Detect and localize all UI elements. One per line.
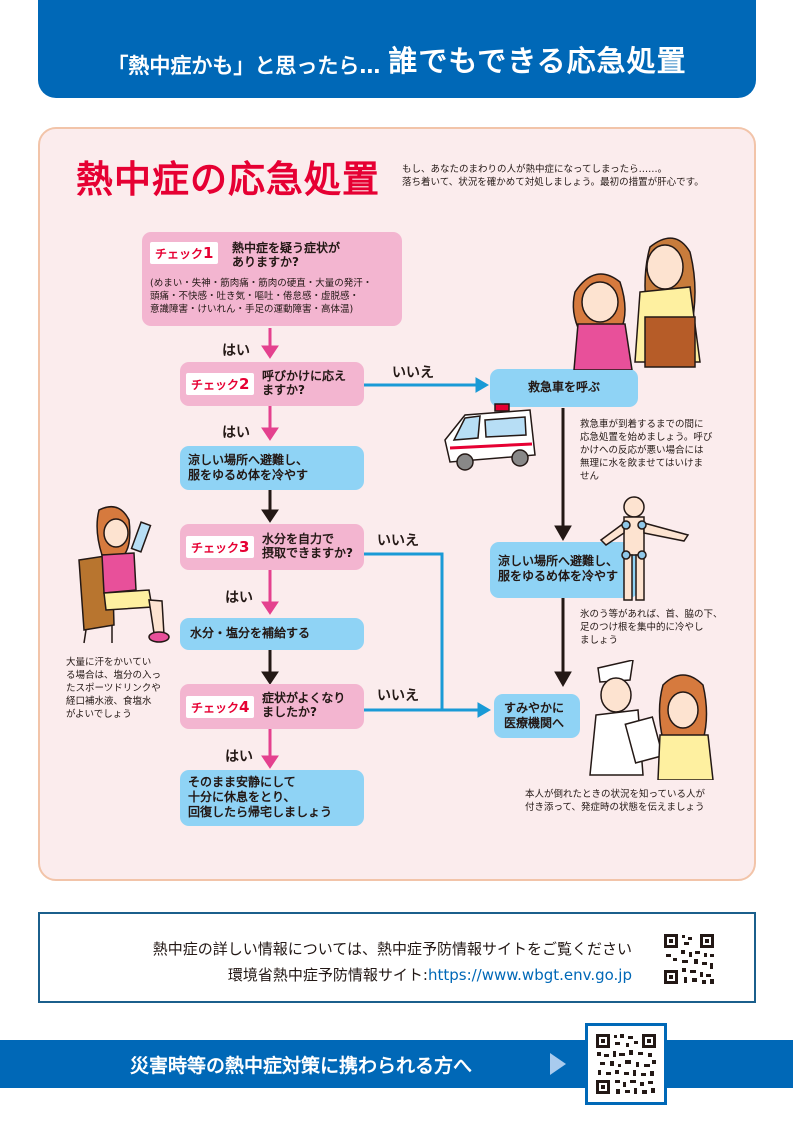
down-arrowhead-2: [261, 671, 279, 685]
check2-question: 呼びかけに応え ますか?: [262, 369, 347, 397]
yes-label-2: はい: [222, 425, 250, 441]
check3-tag: チェック3: [186, 536, 255, 558]
check4-box: チェック4 症状がよくなり ましたか?: [180, 684, 364, 729]
right-cool-box: 涼しい場所へ避難し、 服をゆるめ体を冷やす: [490, 542, 638, 598]
cooling-note: 氷のう等があれば、首、脇の下、 足のつけ根を集中的に冷やし ましょう: [580, 609, 723, 646]
check1-box: チェック1 熱中症を疑う症状が ありますか? (めまい・失神・筋肉痛・筋肉の硬直…: [142, 232, 402, 326]
top-banner: 「熱中症かも」と思ったら… 誰でもできる応急処置: [38, 0, 756, 98]
yes-label-3: はい: [225, 590, 253, 606]
info-site-url[interactable]: https://www.wbgt.env.go.jp: [427, 966, 632, 984]
disaster-qr-frame[interactable]: [585, 1023, 667, 1105]
no-arrowhead-4: [477, 702, 491, 718]
right-cool-text: 涼しい場所へ避難し、 服をゆるめ体を冷やす: [498, 554, 619, 583]
intro-line: もし、あなたのまわりの人が熱中症になってしまったら……。: [402, 164, 668, 175]
yes-label-1: はい: [222, 343, 250, 359]
hydrate-note: 大量に汗をかいてい る場合は、塩分の入っ たスポーツドリンクや 経口補水液、食塩…: [66, 657, 162, 720]
no-line-3: [364, 552, 444, 710]
banner-lead: 「熱中症かも」と思ったら…: [107, 54, 381, 78]
check3-box: チェック3 水分を自力で 摂取できますか?: [180, 524, 364, 570]
call-ambulance-text: 救急車を呼ぶ: [527, 380, 600, 394]
ambulance-note: 救急車が到着するまでの間に 応急処置を始めましょう。呼び かけへの反応が悪い場合…: [580, 419, 713, 482]
action-cool-box: 涼しい場所へ避難し、 服をゆるめ体を冷やす: [180, 446, 364, 490]
girl-drinking-illustration: [78, 505, 170, 644]
qr-code-icon[interactable]: [588, 1026, 664, 1102]
no-arrowhead-2: [475, 377, 489, 393]
check1-question: 熱中症を疑う症状が ありますか?: [232, 241, 341, 269]
yes-arrowhead-4: [261, 755, 279, 769]
info-site-label: 環境省熱中症予防情報サイト:: [227, 966, 428, 984]
ambulance-illustration: [444, 403, 536, 471]
check3-question: 水分を自力で 摂取できますか?: [262, 532, 353, 560]
no-label-4: いいえ: [377, 688, 419, 704]
check2-tag: チェック2: [186, 373, 255, 395]
hospital-text: すみやかに 医療機関へ: [504, 701, 565, 730]
disaster-link-bar[interactable]: 災害時等の熱中症対策に携わられる方へ: [0, 1040, 793, 1088]
play-arrow-icon: [550, 1053, 566, 1075]
down-arrowhead-right-1: [554, 525, 572, 542]
yes-arrowhead-1: [261, 345, 279, 359]
info-box: 熱中症の詳しい情報については、熱中症予防情報サイトをご覧ください 環境省熱中症予…: [38, 912, 756, 1003]
down-arrowhead-right-2: [554, 671, 572, 688]
check1-tag: チェック1: [150, 242, 219, 264]
panel-title: 熱中症の応急処置: [76, 158, 380, 201]
banner-title: 誰でもできる応急処置: [388, 44, 687, 78]
panel-intro: もし、あなたのまわりの人が熱中症になってしまったら……。 落ち着いて、状況を確か…: [402, 163, 704, 189]
check4-question: 症状がよくなり ましたか?: [262, 691, 346, 719]
disaster-link-text[interactable]: 災害時等の熱中症対策に携わられる方へ: [130, 1055, 473, 1077]
check4-tag: チェック4: [186, 696, 255, 718]
yes-arrowhead-2: [261, 427, 279, 441]
no-label-3: いいえ: [377, 533, 419, 549]
info-line1: 熱中症の詳しい情報については、熱中症予防情報サイトをご覧ください: [152, 940, 632, 958]
body-cooling-illustration: [599, 496, 690, 601]
yes-arrowhead-3: [261, 601, 279, 615]
check1-symptoms: (めまい・失神・筋肉痛・筋肉の硬直・大量の発汗・ 頭痛・不快感・吐き気・嘔吐・倦…: [150, 278, 373, 315]
qr-code-icon[interactable]: [662, 932, 716, 986]
check2-box: チェック2 呼びかけに応え ますか?: [180, 362, 364, 406]
nurse-illustration: [589, 660, 714, 780]
down-arrowhead-1: [261, 509, 279, 523]
girl-and-mother-illustration: [572, 237, 701, 370]
info-line2: 環境省熱中症予防情報サイト:https://www.wbgt.env.go.jp: [228, 964, 632, 985]
no-label-2: いいえ: [392, 365, 434, 381]
action-hydrate-text: 水分・塩分を補給する: [190, 626, 311, 640]
action-hydrate-box: 水分・塩分を補給する: [180, 618, 364, 650]
action-rest-text: そのまま安静にして 十分に休息をとり、 回復したら帰宅しましょう: [188, 775, 333, 819]
yes-label-4: はい: [225, 749, 253, 765]
intro-line: 落ち着いて、状況を確かめて対処しましょう。最初の措置が肝心です。: [402, 177, 704, 188]
hospital-note: 本人が倒れたときの状況を知っている人が 付き添って、発症時の状態を伝えましょう: [525, 789, 706, 813]
hospital-box: すみやかに 医療機関へ: [494, 694, 580, 738]
call-ambulance-box: 救急車を呼ぶ: [490, 369, 638, 407]
action-rest-box: そのまま安静にして 十分に休息をとり、 回復したら帰宅しましょう: [180, 770, 364, 826]
action-cool-text: 涼しい場所へ避難し、 服をゆるめ体を冷やす: [188, 453, 309, 482]
